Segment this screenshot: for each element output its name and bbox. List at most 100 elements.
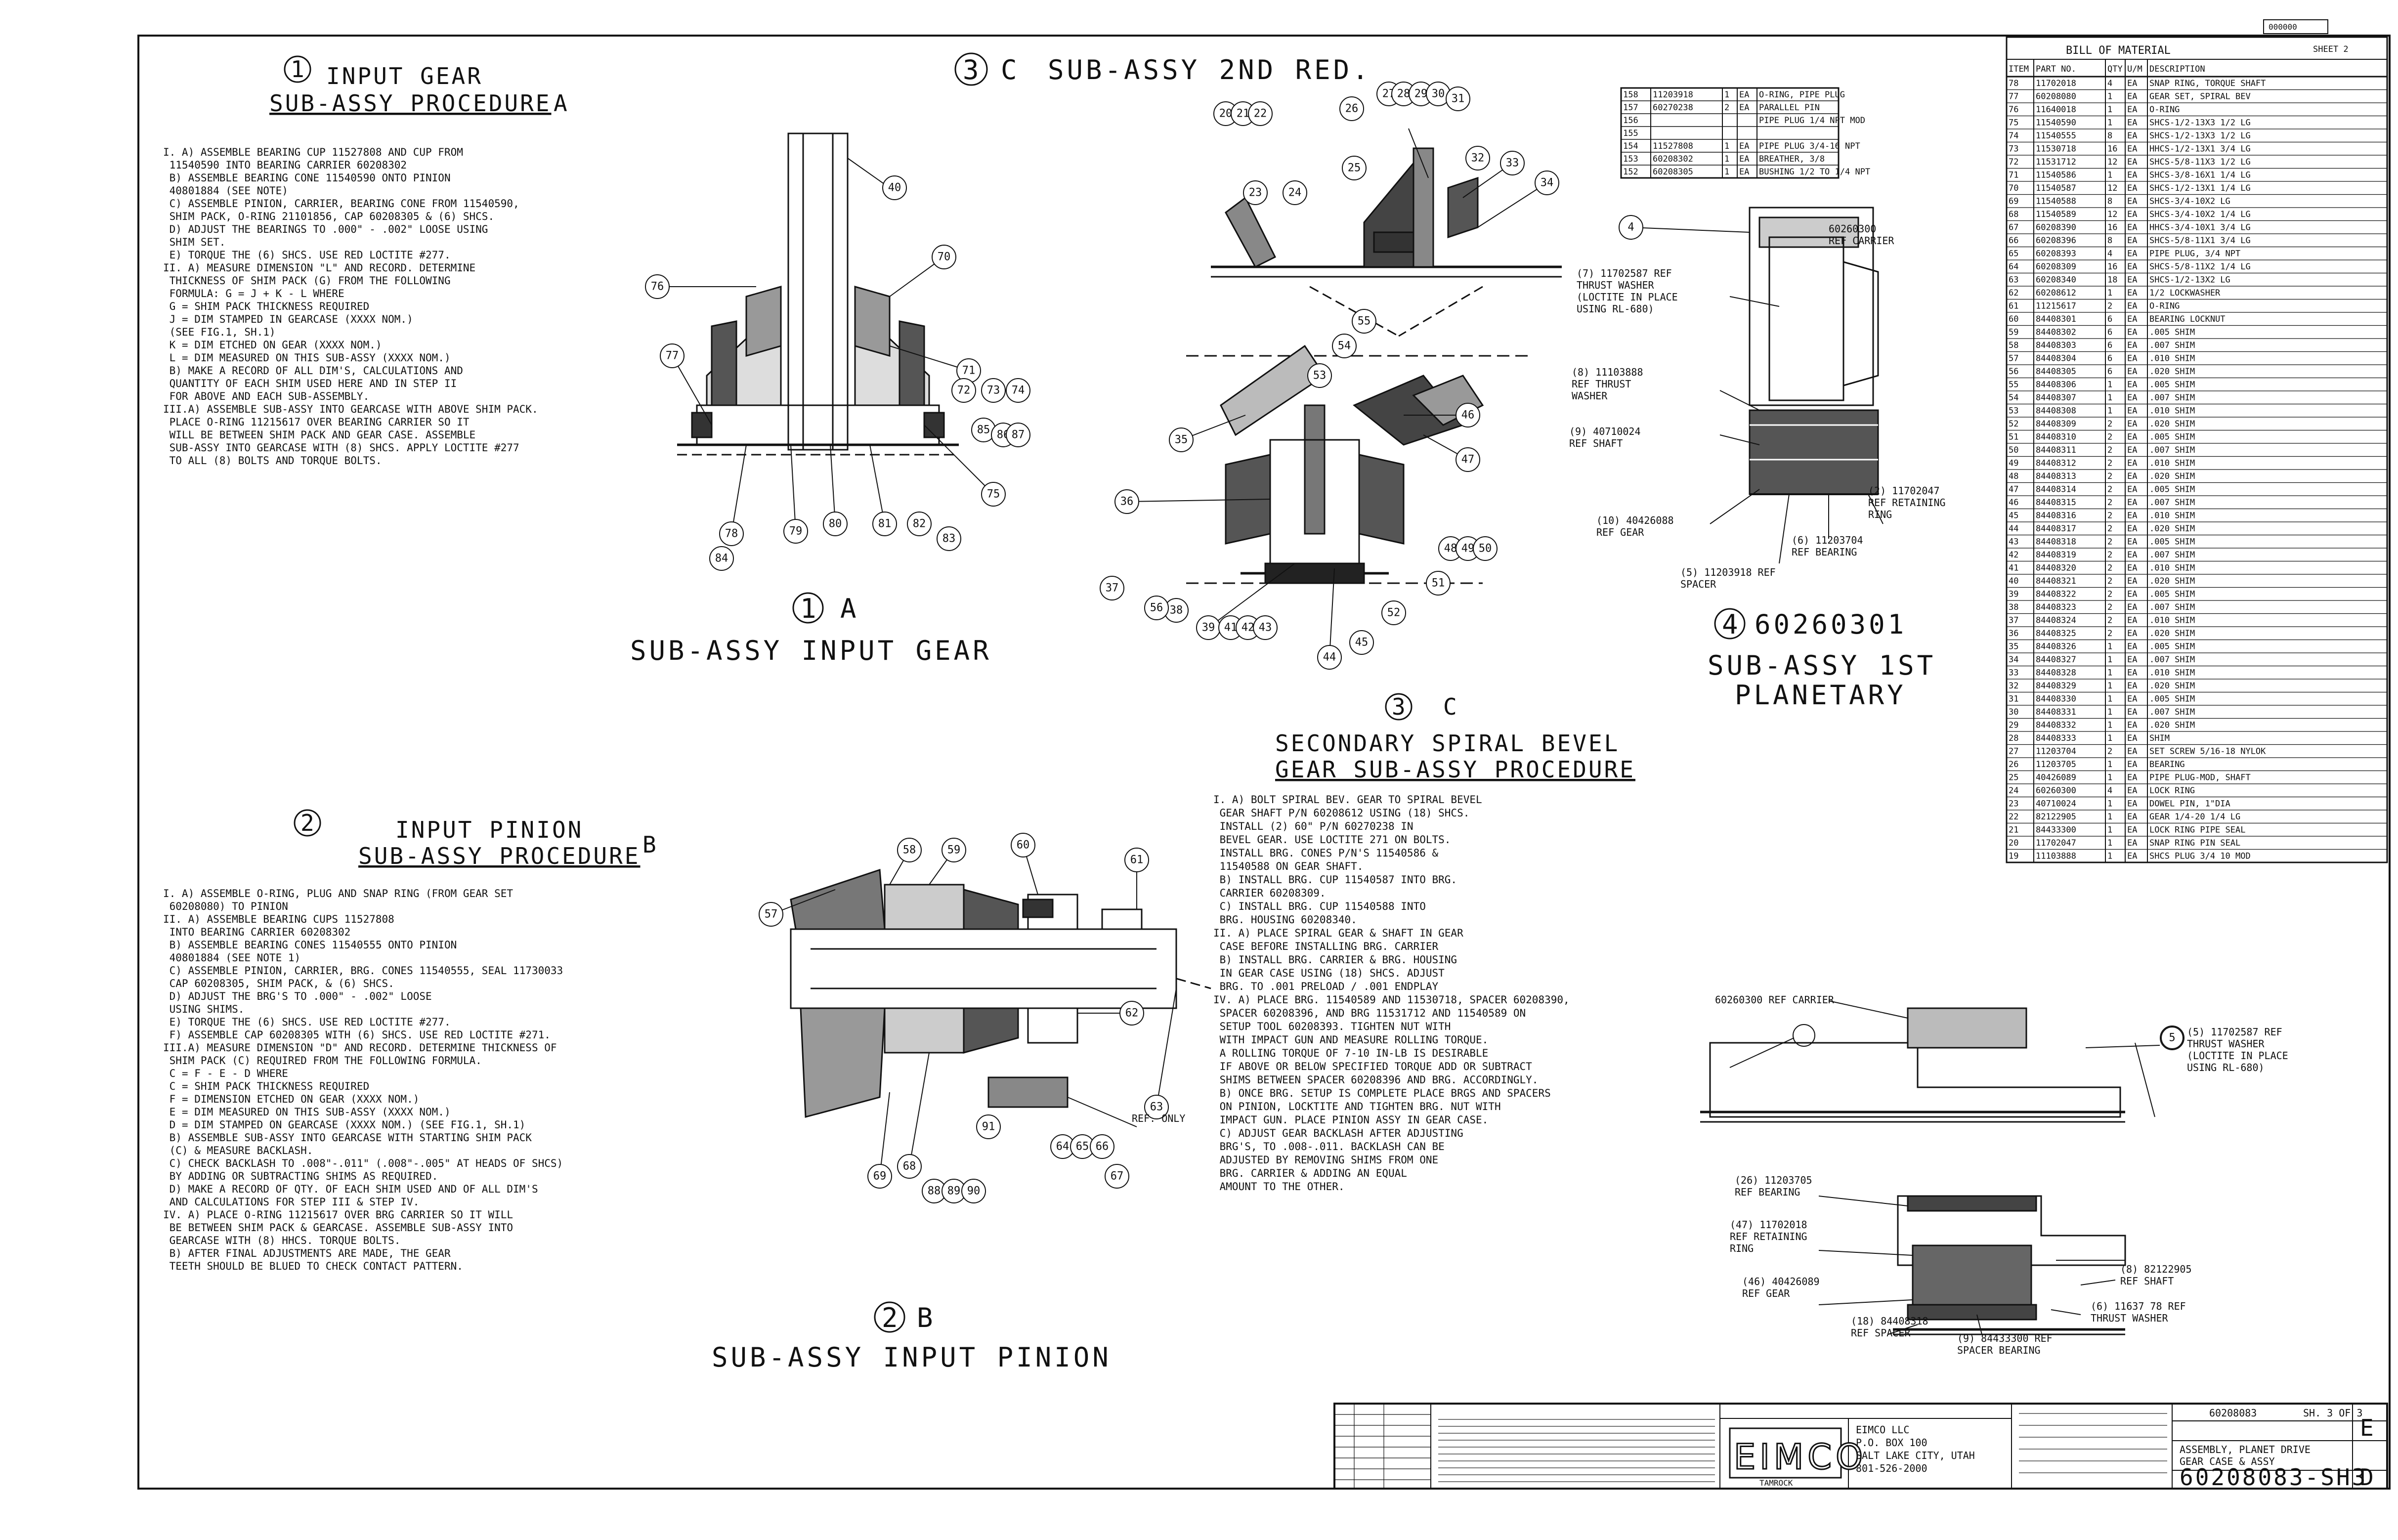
text-line: TO ALL (8) BOLTS AND TORQUE BOLTS. xyxy=(163,455,382,467)
svg-text:1: 1 xyxy=(2107,406,2112,416)
company-sub: TAMROCK xyxy=(1759,1478,1793,1488)
text-line: B) ASSEMBLE BEARING CONES 11540555 ONTO … xyxy=(163,939,457,951)
svg-text:11640018: 11640018 xyxy=(2036,105,2076,115)
item-balloon: 33 xyxy=(1500,151,1525,175)
svg-text:75: 75 xyxy=(2009,118,2018,128)
planetary-balloons: 45 xyxy=(1619,215,2184,1050)
input-gear-proc-lines: I. A) ASSEMBLE BEARING CUP 11527808 AND … xyxy=(163,146,538,467)
text-line: BRG. TO .001 PRELOAD / .001 ENDPLAY xyxy=(1213,981,1439,992)
svg-text:84408306: 84408306 xyxy=(2036,380,2076,390)
text-line: B) ASSEMBLE BEARING CONE 11540590 ONTO P… xyxy=(163,172,451,184)
svg-text:1: 1 xyxy=(2107,288,2112,298)
svg-text:EA: EA xyxy=(2127,105,2137,115)
svg-text:.007 SHIM: .007 SHIM xyxy=(2149,655,2195,665)
text-line: I. A) ASSEMBLE BEARING CUP 11527808 AND … xyxy=(163,146,463,158)
item-balloon: 76 xyxy=(645,274,670,299)
svg-text:2: 2 xyxy=(2107,563,2112,573)
svg-text:2: 2 xyxy=(2107,485,2112,495)
item-balloon: 49 xyxy=(1456,536,1480,561)
svg-text:152: 152 xyxy=(1623,167,1638,177)
text-line: SPACER BEARING xyxy=(1957,1344,2041,1356)
svg-text:57: 57 xyxy=(765,908,778,921)
item-balloon: 70 xyxy=(932,245,956,269)
svg-text:21: 21 xyxy=(2009,825,2018,835)
item-balloon: 47 xyxy=(1456,447,1480,472)
svg-text:O-RING: O-RING xyxy=(2149,105,2180,115)
svg-text:11702018: 11702018 xyxy=(2036,79,2076,88)
svg-text:63: 63 xyxy=(2009,275,2018,285)
svg-text:EA: EA xyxy=(2127,471,2137,481)
text-line: BY ADDING OR SUBTRACTING SHIMS AS REQUIR… xyxy=(163,1170,438,1182)
svg-text:SHCS-1/2-13X1 1/4 LG: SHCS-1/2-13X1 1/4 LG xyxy=(2149,183,2251,193)
item-balloon: 55 xyxy=(1352,309,1376,334)
input-pinion-proc-subtitle: SUB-ASSY PROCEDURE xyxy=(358,843,641,869)
svg-text:29: 29 xyxy=(2009,721,2018,730)
text-line: BRG. CARRIER & ADDING AN EQUAL xyxy=(1213,1167,1407,1179)
svg-text:53: 53 xyxy=(2009,406,2018,416)
view-planetary-title: SUB-ASSY 1ST xyxy=(1708,650,1936,681)
svg-text:84408303: 84408303 xyxy=(2036,341,2076,350)
svg-text:65: 65 xyxy=(2009,249,2018,259)
item-balloon: 80 xyxy=(823,512,848,536)
svg-text:4: 4 xyxy=(2107,249,2112,259)
svg-text:EA: EA xyxy=(2127,747,2137,757)
item-balloon: 56 xyxy=(1144,596,1169,620)
item-balloon: 40 xyxy=(882,175,907,200)
svg-text:34: 34 xyxy=(2009,655,2018,665)
svg-text:43: 43 xyxy=(1259,622,1272,634)
svg-text:63: 63 xyxy=(1150,1101,1163,1113)
item-balloon: 68 xyxy=(897,1154,922,1179)
text-line: D) MAKE A RECORD OF QTY. OF EACH SHIM US… xyxy=(163,1183,538,1195)
svg-text:SHCS-3/8-16X1 1/4 LG: SHCS-3/8-16X1 1/4 LG xyxy=(2149,171,2251,180)
text-line: IF ABOVE OR BELOW SPECIFIED TORQUE ADD O… xyxy=(1213,1061,1532,1072)
svg-text:65: 65 xyxy=(1076,1141,1089,1153)
svg-text:EA: EA xyxy=(1739,103,1749,113)
svg-text:.020 SHIM: .020 SHIM xyxy=(2149,471,2195,481)
svg-text:44: 44 xyxy=(1323,651,1336,664)
svg-text:1: 1 xyxy=(2107,707,2112,717)
item-balloon: 69 xyxy=(867,1164,892,1189)
svg-text:58: 58 xyxy=(903,844,916,856)
text-line: 40801884 (SEE NOTE 1) xyxy=(163,952,300,964)
svg-text:45: 45 xyxy=(2009,511,2018,521)
svg-text:EA: EA xyxy=(2127,157,2137,167)
svg-text:154: 154 xyxy=(1623,141,1638,151)
text-line: F = DIMENSION ETCHED ON GEAR (XXXX NOM.) xyxy=(163,1093,419,1105)
svg-text:23: 23 xyxy=(1249,187,1262,199)
svg-text:SNAP RING PIN SEAL: SNAP RING PIN SEAL xyxy=(2149,838,2240,848)
svg-text:84408316: 84408316 xyxy=(2036,511,2076,521)
svg-text:84408317: 84408317 xyxy=(2036,524,2076,534)
text-line: 60260300 xyxy=(1829,223,1876,235)
text-line: I. A) BOLT SPIRAL BEV. GEAR TO SPIRAL BE… xyxy=(1213,794,1482,806)
svg-text:EA: EA xyxy=(2127,79,2137,88)
svg-text:2: 2 xyxy=(2107,550,2112,560)
svg-text:EA: EA xyxy=(1739,154,1749,164)
view-2nd-red-header: 3 C SUB-ASSY 2ND RED. xyxy=(954,52,1369,86)
input-gear-proc-title: INPUT GEAR xyxy=(326,63,483,89)
svg-text:50: 50 xyxy=(1479,543,1492,555)
svg-text:52: 52 xyxy=(2009,419,2018,429)
svg-text:EA: EA xyxy=(2127,812,2137,822)
text-line: (9) 40710024 xyxy=(1569,426,1641,437)
svg-text:22: 22 xyxy=(2009,812,2018,822)
svg-text:60208302: 60208302 xyxy=(1653,154,1693,164)
svg-text:EA: EA xyxy=(2127,852,2137,861)
text-line: FOR ABOVE AND EACH SUB-ASSEMBLY. xyxy=(163,390,369,402)
svg-text:32: 32 xyxy=(1471,152,1485,165)
item-balloon: 63 xyxy=(1144,1095,1169,1119)
svg-text:2: 2 xyxy=(2107,432,2112,442)
svg-text:1: 1 xyxy=(1724,90,1729,100)
svg-text:67: 67 xyxy=(2009,223,2018,233)
svg-text:84408304: 84408304 xyxy=(2036,354,2076,364)
svg-text:11203918: 11203918 xyxy=(1653,90,1693,100)
svg-text:91: 91 xyxy=(982,1121,995,1133)
svg-text:20: 20 xyxy=(2009,838,2018,848)
svg-text:34: 34 xyxy=(1541,177,1554,189)
